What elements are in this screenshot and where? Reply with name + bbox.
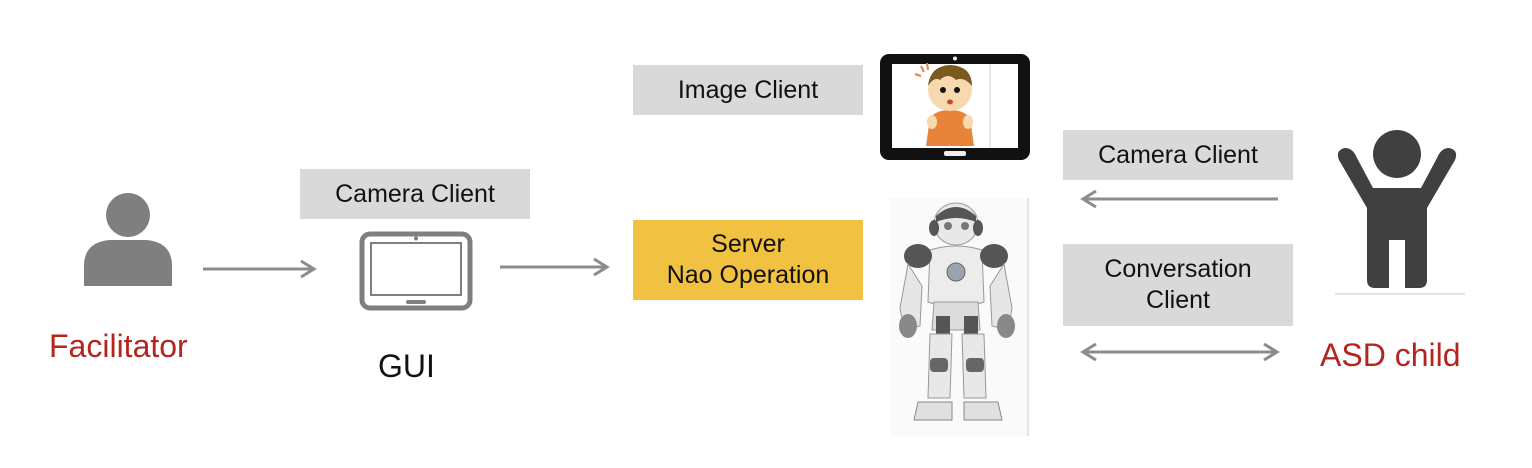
image-client-label: Image Client	[677, 75, 819, 104]
arrow-facilitator-to-gui	[203, 259, 317, 279]
nao-robot-icon	[890, 198, 1030, 436]
arrow-bidirectional	[1080, 342, 1280, 362]
arrow-child-to-robot	[1080, 189, 1278, 209]
asd-child-label: ASD child	[1320, 337, 1461, 373]
conversation-client-line1: Conversation	[1104, 255, 1252, 283]
arrow-gui-to-server	[500, 257, 610, 277]
tablet-with-child-icon	[880, 54, 1030, 160]
camera-client-box-left: Camera Client	[300, 169, 530, 219]
child-arms-up-icon	[1335, 130, 1465, 295]
person-icon	[84, 193, 172, 286]
tablet-icon	[359, 231, 473, 311]
child-illustration	[914, 62, 974, 146]
server-subtitle: Nao Operation	[666, 261, 830, 289]
camera-client-label: Camera Client	[335, 179, 495, 208]
server-title: Server	[711, 230, 785, 258]
camera-client-box-right: Camera Client	[1063, 130, 1293, 180]
conversation-client-box: Conversation Client	[1063, 244, 1293, 326]
image-client-box: Image Client	[633, 65, 863, 115]
facilitator-label: Facilitator	[49, 328, 188, 364]
camera-client-right-label: Camera Client	[1098, 140, 1258, 169]
server-box: Server Nao Operation	[633, 220, 863, 300]
gui-label: GUI	[378, 348, 435, 384]
conversation-client-line2: Client	[1146, 286, 1210, 314]
